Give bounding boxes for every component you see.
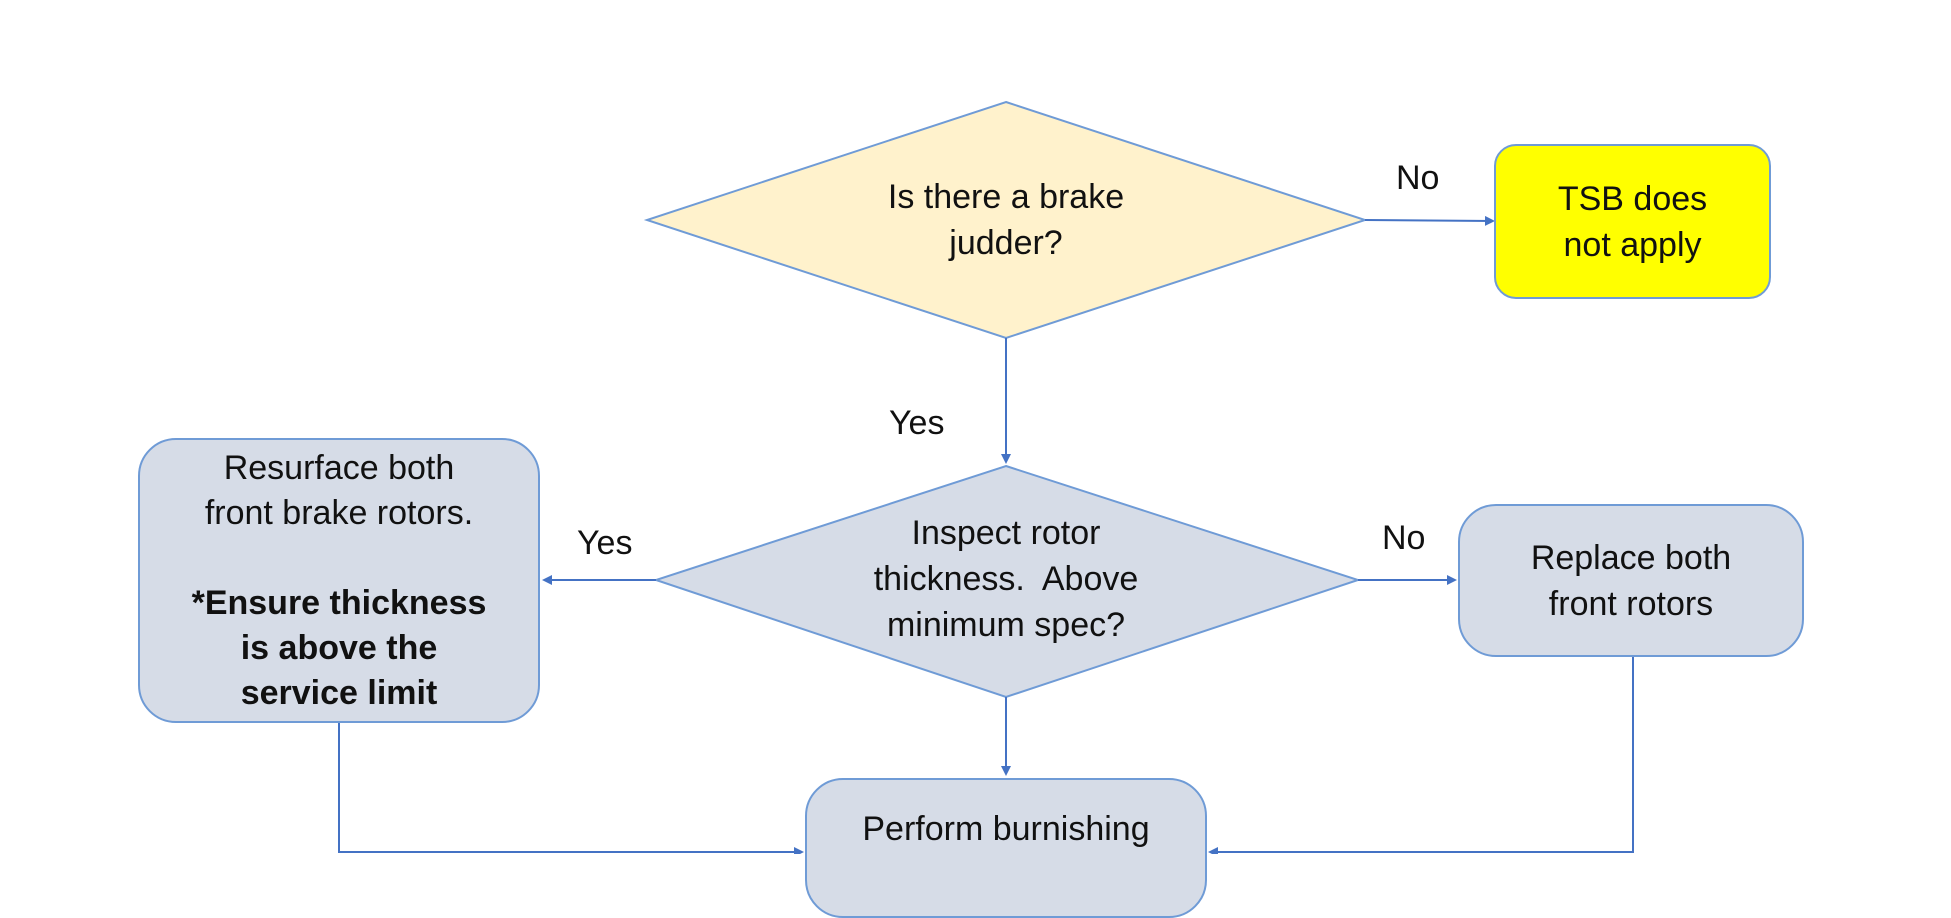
edge-label-judder-no: No <box>1396 159 1440 197</box>
terminal-tsb-line-1: TSB does <box>1557 179 1708 218</box>
decision-brake-judder-line-2: judder? <box>949 224 1063 262</box>
edge-label-judder-yes: Yes <box>889 404 945 442</box>
process-resurface-line-2: front brake rotors. <box>204 493 474 532</box>
process-burnishing-line-1: Perform burnishing <box>862 810 1150 848</box>
decision-brake-judder-line-1: Is there a brake <box>887 178 1125 216</box>
edge-label-inspect-no: No <box>1382 519 1426 557</box>
decision-inspect-line-3: minimum spec? <box>886 606 1126 644</box>
process-replace-rotors: Replace both front rotors <box>1458 504 1804 657</box>
terminal-tsb-line-2: not apply <box>1563 225 1702 264</box>
edge-label-inspect-yes: Yes <box>577 524 633 562</box>
process-resurface-rotors: Resurface both front brake rotors. *Ensu… <box>138 438 540 723</box>
decision-brake-judder: Is there a brake judder? <box>797 168 1215 272</box>
process-resurface-note-1: *Ensure thickness <box>191 583 487 622</box>
decision-inspect-rotor: Inspect rotor thickness. Above minimum s… <box>806 509 1206 649</box>
decision-inspect-line-1: Inspect rotor <box>911 514 1101 552</box>
decision-inspect-line-2: thickness. Above <box>873 560 1139 598</box>
edge-judder-no <box>1364 215 1495 226</box>
flowchart-connectors <box>338 100 1634 854</box>
process-resurface-note-3: service limit <box>240 673 438 712</box>
process-resurface-line-1: Resurface both <box>223 448 455 487</box>
process-replace-line-2: front rotors <box>1548 584 1714 623</box>
edge-replace-burnishing <box>1208 656 1634 854</box>
process-resurface-note-2: is above the <box>240 628 438 667</box>
process-replace-line-1: Replace both <box>1530 538 1732 577</box>
edge-resurface-burnishing <box>338 722 804 854</box>
terminal-tsb-not-apply: TSB does not apply <box>1494 144 1771 299</box>
process-burnishing: Perform burnishing <box>805 778 1207 918</box>
